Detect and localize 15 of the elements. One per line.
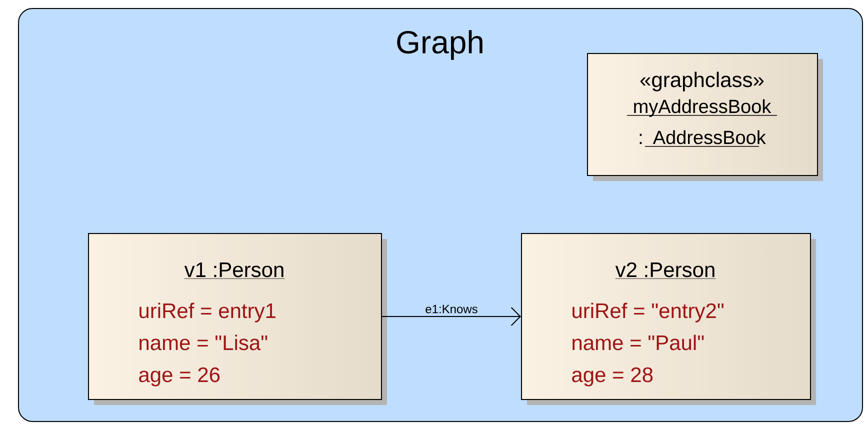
edge-label: e1:Knows bbox=[424, 304, 479, 314]
object-name: v1 :Person bbox=[184, 262, 285, 279]
object-box bbox=[587, 53, 823, 181]
object-name: v2 :Person bbox=[615, 262, 716, 279]
object-box bbox=[88, 233, 387, 405]
attribute-line: name = "Paul" bbox=[572, 334, 704, 350]
attribute-line: uriRef = entry1 bbox=[140, 302, 276, 322]
object-name: myAddressBook : AddressBook bbox=[626, 99, 778, 147]
attribute-line: uriRef = "entry2" bbox=[572, 302, 724, 322]
arrow bbox=[382, 307, 521, 326]
object-box bbox=[521, 233, 816, 405]
stereotype-label: «graphclass» bbox=[640, 72, 764, 92]
attribute-line: name = "Lisa" bbox=[140, 334, 268, 350]
attribute-line: age = 26 bbox=[139, 367, 220, 386]
attribute-line: age = 28 bbox=[572, 367, 653, 386]
